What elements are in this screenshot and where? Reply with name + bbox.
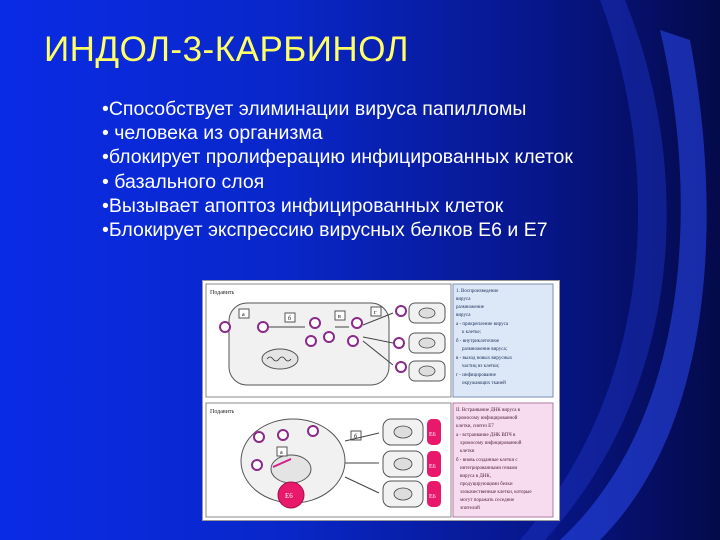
svg-text:интегрированными генами: интегрированными генами <box>460 466 518 471</box>
svg-text:клетки, синтез Е7: клетки, синтез Е7 <box>456 424 494 429</box>
top-caption-text: 1. Воспроизведение вируса размножение ви… <box>456 289 513 386</box>
e6-badge: Е6 <box>285 492 293 500</box>
marker-g: г <box>374 310 377 316</box>
svg-text:б - вновь созданные клетки с: б - вновь созданные клетки с <box>456 458 518 463</box>
svg-text:1. Воспроизведение: 1. Воспроизведение <box>456 289 499 294</box>
svg-text:размножение: размножение <box>456 305 485 310</box>
svg-text:хромосому инфицированной: хромосому инфицированной <box>456 416 518 421</box>
marker-v: в <box>338 314 341 320</box>
svg-text:хромосому инфицированной: хромосому инфицированной <box>460 441 522 446</box>
top-caption-box <box>452 283 554 398</box>
svg-text:вируса в ДНК,: вируса в ДНК, <box>460 474 491 479</box>
marker-b: б <box>288 315 291 322</box>
svg-text:частиц из клетки;: частиц из клетки; <box>462 364 499 369</box>
top-panel-label: Подавить <box>210 290 235 296</box>
svg-text:эпителий: эпителий <box>460 506 480 511</box>
svg-text:окружающих тканей: окружающих тканей <box>462 381 506 386</box>
svg-text:а: а <box>280 450 283 456</box>
svg-text:в - выход новых вирусных: в - выход новых вирусных <box>456 356 513 361</box>
svg-text:б: б <box>354 433 357 440</box>
svg-text:злокачественные клетки, которы: злокачественные клетки, которые <box>460 490 532 495</box>
bullet-item: • человека из организма <box>102 122 323 145</box>
svg-text:продуцирующими белки: продуцирующими белки <box>460 482 513 487</box>
bullet-item: • базального слоя <box>102 170 265 193</box>
bottom-caption-text: II. Встраивание ДНК вируса в хромосому и… <box>456 408 532 511</box>
hpv-diagram-figure: Подавить а б в г <box>202 280 560 521</box>
svg-text:Е6: Е6 <box>429 464 436 470</box>
dna-insert <box>272 458 292 468</box>
virus-particles <box>219 305 407 373</box>
cell-nucleus <box>261 348 299 370</box>
e6-tags: Е6 Е6 Е6 <box>427 419 441 507</box>
svg-text:б - внутриклеточное: б - внутриклеточное <box>456 339 500 344</box>
svg-text:г - инфицирование: г - инфицирование <box>456 373 497 378</box>
marker-a: а <box>242 312 245 318</box>
bottom-panel-label: Подавить <box>210 409 235 415</box>
svg-text:к клетке;: к клетке; <box>462 330 481 335</box>
bullet-item: •Вызывает апоптоз инфицированных клеток <box>102 194 504 217</box>
svg-text:а - встраивание ДНК ВПЧ в: а - встраивание ДНК ВПЧ в <box>456 433 516 438</box>
svg-text:II. Встраивание ДНК вируса в: II. Встраивание ДНК вируса в <box>456 408 521 413</box>
svg-text:клетки: клетки <box>460 449 475 454</box>
bottom-caption-box <box>452 402 554 518</box>
bullet-item: •блокирует пролиферацию инфицированных к… <box>102 146 573 169</box>
e6-protein <box>277 481 305 509</box>
svg-text:могут поражать соседние: могут поражать соседние <box>460 498 515 503</box>
svg-text:вируса: вируса <box>456 297 471 302</box>
svg-text:вируса: вируса <box>456 313 471 318</box>
svg-text:а - прикрепление вируса: а - прикрепление вируса <box>456 322 509 327</box>
slide-title: ИНДОЛ-3-КАРБИНОЛ <box>44 30 409 69</box>
virus-particles-bottom <box>251 425 319 471</box>
svg-text:Е6: Е6 <box>429 432 436 438</box>
bullet-item: •Блокирует экспрессию вирусных белков Е6… <box>102 219 548 242</box>
bullet-list: •Способствует элиминации вируса папиллом… <box>102 97 573 242</box>
svg-text:Е6: Е6 <box>429 494 436 500</box>
svg-text:размножение вируса;: размножение вируса; <box>462 347 507 352</box>
bullet-item: •Способствует элиминации вируса папиллом… <box>102 98 527 120</box>
